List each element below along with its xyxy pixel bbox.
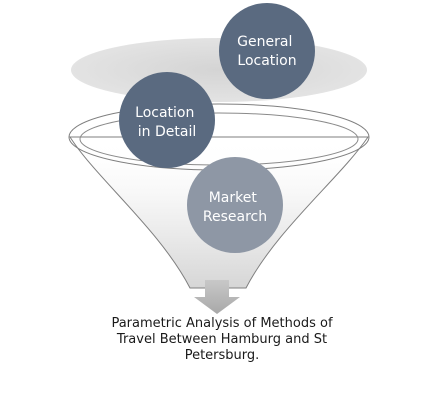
- circle-location-in-detail-line2: in Detail: [138, 124, 196, 140]
- funnel-back-ellipse: [71, 38, 367, 102]
- down-arrow-icon: [194, 280, 240, 314]
- circle-market-research-line2: Research: [203, 209, 267, 225]
- circle-location-in-detail-line1: Location: [135, 105, 194, 121]
- svg-text:Market Research: Market Research: [203, 190, 267, 225]
- funnel-output-label: Parametric Analysis of Methods of Travel…: [111, 316, 333, 363]
- svg-text:General Location: General Location: [237, 34, 297, 69]
- circle-general-location-shape: [219, 3, 315, 99]
- circle-market-research-line1: Market: [209, 190, 258, 206]
- circle-location-in-detail-shape: [119, 72, 215, 168]
- circle-general-location-line2: Location: [237, 53, 296, 69]
- circle-location-in-detail: Location in Detail: [119, 72, 215, 168]
- svg-text:Location in Detail: Location in Detail: [135, 105, 199, 140]
- circle-general-location: General Location: [219, 3, 315, 99]
- circle-general-location-line1: General: [237, 34, 292, 50]
- circle-market-research-shape: [187, 157, 283, 253]
- circle-market-research: Market Research: [187, 157, 283, 253]
